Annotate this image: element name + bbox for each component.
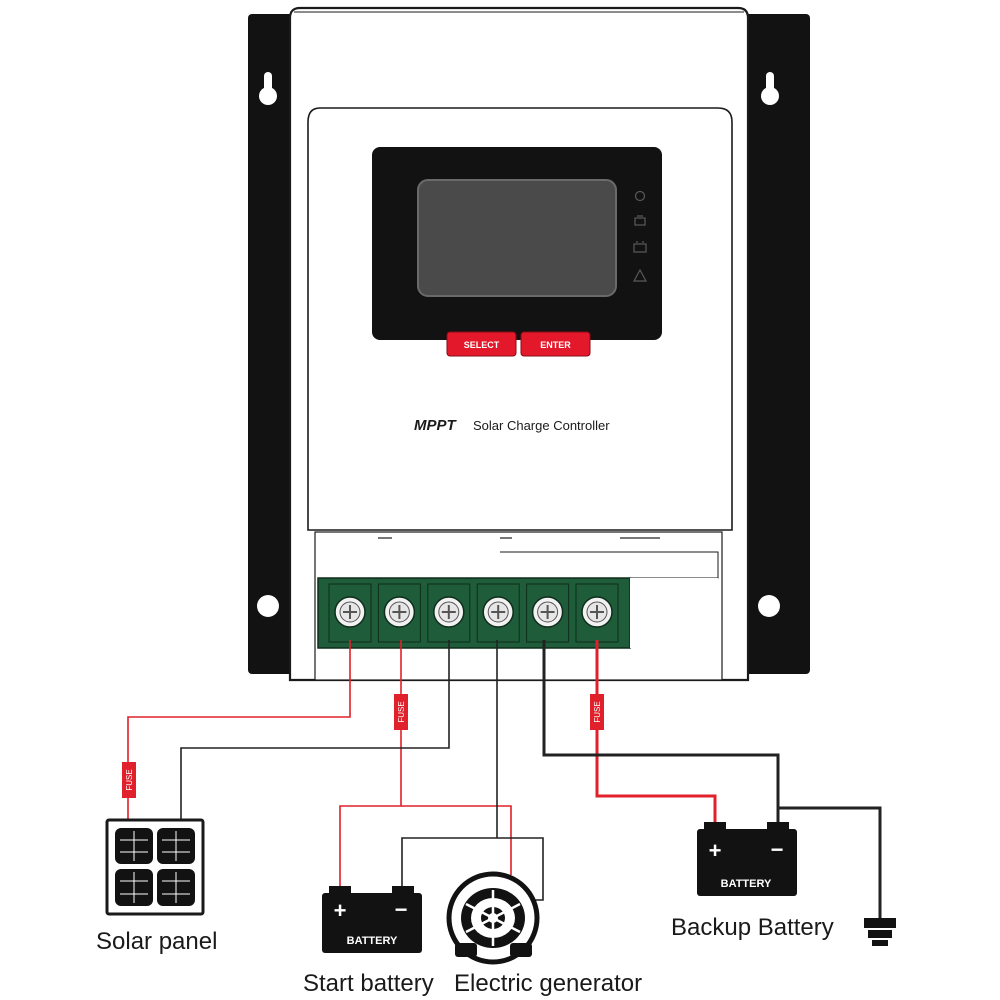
battery-plus-sign: + xyxy=(334,898,347,923)
fuse-label: FUSE xyxy=(593,701,602,722)
solar-positive-wire xyxy=(127,640,351,780)
select-button-label: SELECT xyxy=(464,340,500,350)
negative-wires xyxy=(180,640,882,920)
terminal-2[interactable] xyxy=(377,583,421,643)
alternator-icon xyxy=(446,871,540,965)
fuse-label: FUSE xyxy=(397,701,406,722)
solar-status-icon xyxy=(634,190,646,202)
load-status-icon xyxy=(634,215,646,226)
solar-panel-icon xyxy=(105,818,205,916)
backup-battery-icon: + − BATTERY xyxy=(697,822,797,896)
product-label: Solar Charge Controller xyxy=(473,418,610,433)
generator-positive-wire xyxy=(401,805,512,875)
backup-battery-caption: Backup Battery xyxy=(671,914,834,941)
select-button[interactable]: SELECT xyxy=(446,331,517,357)
battery-status-icon xyxy=(633,241,647,253)
battery-minus-sign: − xyxy=(395,897,408,922)
warning-icon xyxy=(632,268,648,282)
start-battery-positive-wire-lower xyxy=(339,725,402,890)
backup-battery-negative-wire xyxy=(542,640,780,828)
electric-generator-caption: Electric generator xyxy=(454,970,643,997)
battery-label: BATTERY xyxy=(721,878,772,890)
enter-button-label: ENTER xyxy=(540,340,571,350)
lcd-screen xyxy=(417,179,617,297)
terminal-1[interactable] xyxy=(328,583,372,643)
ground-wire xyxy=(778,806,882,920)
display-bezel xyxy=(372,147,662,340)
backup-battery-positive-wire xyxy=(595,640,717,828)
brand-label: MPPT xyxy=(414,417,458,434)
mount-slot-left xyxy=(257,595,279,617)
terminal-screws xyxy=(328,583,619,643)
battery-label: BATTERY xyxy=(347,935,398,947)
solar-panel-caption: Solar panel xyxy=(96,928,218,955)
fuse-label: FUSE xyxy=(125,769,134,790)
keyhole-slot-right xyxy=(761,72,779,105)
fuse-solar: FUSE xyxy=(122,762,136,798)
keyhole-slot-left xyxy=(259,72,277,105)
terminal-6[interactable] xyxy=(575,583,619,643)
battery-minus-sign: − xyxy=(771,837,784,862)
battery-plus-sign: + xyxy=(709,838,722,863)
terminal-4[interactable] xyxy=(476,583,520,643)
ground-icon xyxy=(864,918,896,946)
terminal-5[interactable] xyxy=(526,583,570,643)
mount-slot-right xyxy=(758,595,780,617)
start-battery-icon: + − BATTERY xyxy=(322,886,422,953)
positive-wires xyxy=(127,640,512,890)
fuse-backup-battery: FUSE xyxy=(590,694,604,730)
start-battery-caption: Start battery xyxy=(303,970,434,997)
start-battery-negative-wire xyxy=(401,837,544,901)
terminal-3[interactable] xyxy=(427,583,471,643)
enter-button[interactable]: ENTER xyxy=(520,331,591,357)
fuse-start-battery: FUSE xyxy=(394,694,408,730)
solar-negative-wire xyxy=(180,640,450,820)
